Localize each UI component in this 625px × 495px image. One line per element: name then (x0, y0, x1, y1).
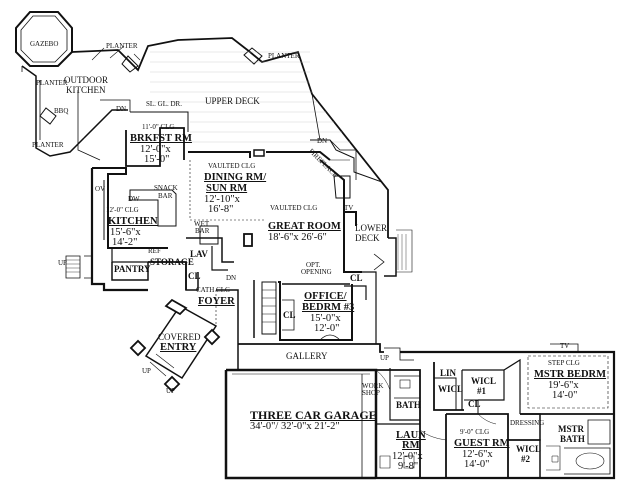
great-room-name: GREAT ROOM (268, 221, 341, 232)
mstr-bath-2: BATH (560, 434, 585, 444)
opt-opening-2: OPENING (301, 268, 332, 276)
laun-dim1: 12'-0"x (392, 451, 423, 462)
storage-label: STORAGE (150, 257, 194, 267)
office-name-2: BEDRM #3 (302, 302, 355, 313)
oven-label: OV (95, 185, 106, 193)
wicl-1-line2: #1 (477, 386, 486, 396)
down-label-foyer: DN (226, 274, 237, 282)
kitchen-clg: 12'-0" CLG (106, 206, 139, 214)
dining-dim1: 12'-10"x (204, 194, 240, 205)
workshop-1: WORK (362, 382, 384, 390)
dressing-label: DRESSING (510, 419, 545, 427)
planter-label-top: PLANTER (106, 42, 138, 50)
deck-down-label: DN (116, 105, 127, 113)
gallery-label: GALLERY (286, 351, 328, 361)
lower-deck-2: DECK (355, 233, 380, 243)
ref-label: REF (148, 247, 161, 255)
office-dim1: 15'-0"x (310, 313, 341, 324)
office-dim2: 12'-0" (314, 323, 340, 334)
outdoor-kitchen-label-2: KITCHEN (66, 85, 106, 95)
dining-dim2: 16'-8" (208, 204, 234, 215)
planter-label-right: PLANTER (268, 52, 300, 60)
workshop-2: SHOP (362, 389, 380, 397)
mstr-dim1: 19'-6"x (548, 380, 579, 391)
snack-label: SNACK (154, 184, 178, 192)
office-name-1: OFFICE/ (304, 291, 347, 302)
mstr-bath-1: MSTR (558, 424, 585, 434)
dining-name-1: DINING RM/ (204, 172, 267, 183)
garage-name: THREE CAR GARAGE (250, 408, 377, 422)
gazebo (15, 11, 85, 157)
upper-deck-label: UPPER DECK (205, 96, 260, 106)
deck-down-right: DN (317, 137, 328, 145)
mstr-dim2: 14'-0" (552, 390, 578, 401)
lower-deck-1: LOWER (355, 223, 387, 233)
closet-office: CL (350, 273, 363, 283)
mstr-name: MSTR BEDRM (534, 369, 607, 380)
garage-dim: 34'-0"/ 32'-0"x 21'-2" (250, 421, 340, 432)
brkfst-dim1: 12'-0"x (140, 144, 171, 155)
closet-foyer: CL (188, 271, 201, 281)
foyer-name: FOYER (198, 296, 235, 307)
bar-label: BAR (158, 192, 173, 200)
covered-entry-1: COVERED (158, 332, 201, 342)
gazebo-label: GAZEBO (30, 40, 59, 48)
brkfst-dim2: 15'-0" (144, 154, 170, 165)
mstr-clg: STEP CLG (548, 359, 580, 367)
wicl-2-line1: WICL (516, 444, 542, 454)
wicl-1-line1: WICL (471, 376, 497, 386)
up-label-entry: UP (142, 367, 151, 375)
planter-label-left: PLANTER (36, 79, 68, 87)
lav-label: LAV (190, 249, 208, 259)
foyer-clg: CATH CLG (196, 286, 231, 294)
closet-guest: CL (468, 399, 481, 409)
laun-name-1: LAUN (396, 430, 426, 441)
tv-label: TV (344, 204, 354, 212)
linen-label: LIN (440, 368, 457, 378)
kitchen-dim1: 15'-6"x (110, 227, 141, 238)
great-room-clg: VAULTED CLG (270, 204, 318, 212)
covered-entry-2: ENTRY (160, 342, 197, 353)
bath-label: BATH (396, 400, 421, 410)
up-label-west: UP (58, 259, 67, 267)
brkfst-name: BRKFST RM (130, 133, 192, 144)
up-label-entry-2: UP (166, 387, 175, 395)
laun-name-2: RM (402, 440, 420, 451)
great-room-dim: 18'-6"x 26'-6" (268, 232, 327, 243)
closet-office-inner: CL (283, 310, 296, 320)
kitchen-dim2: 14'-2" (112, 237, 138, 248)
guest-dim1: 12'-6"x (462, 449, 493, 460)
opt-opening-1: OPT. (306, 261, 321, 269)
wet-bar-1: WET (194, 220, 210, 228)
pantry-label: PANTRY (114, 264, 151, 274)
brkfst-clg: 11'-0" CLG (142, 123, 175, 131)
wicl-2-line2: #2 (521, 454, 530, 464)
laun-dim2: 9'-8" (398, 461, 419, 472)
main-walls (65, 111, 413, 393)
up-label-gallery: UP (380, 354, 389, 362)
kitchen-name: KITCHEN (108, 216, 158, 227)
dining-clg: VAULTED CLG (208, 162, 256, 170)
guest-dim2: 14'-0" (464, 459, 490, 470)
wicl-label: WICL (438, 384, 464, 394)
wet-bar-2: BAR (195, 227, 210, 235)
tv-mstr-label: TV (560, 342, 570, 350)
sliding-glass-door-label: SL. GL. DR. (146, 100, 182, 108)
guest-clg: 9'-0" CLG (460, 428, 490, 436)
dishwasher-label: DW (128, 195, 140, 203)
outdoor-kitchen-label-1: OUTDOOR (64, 75, 108, 85)
planter-label-bottom: PLANTER (32, 141, 64, 149)
deck-outline (39, 37, 389, 238)
wing-walls (224, 300, 616, 480)
bbq-label: BBQ (54, 107, 69, 115)
guest-name: GUEST RM (454, 438, 510, 449)
dining-name-2: SUN RM (206, 183, 248, 194)
